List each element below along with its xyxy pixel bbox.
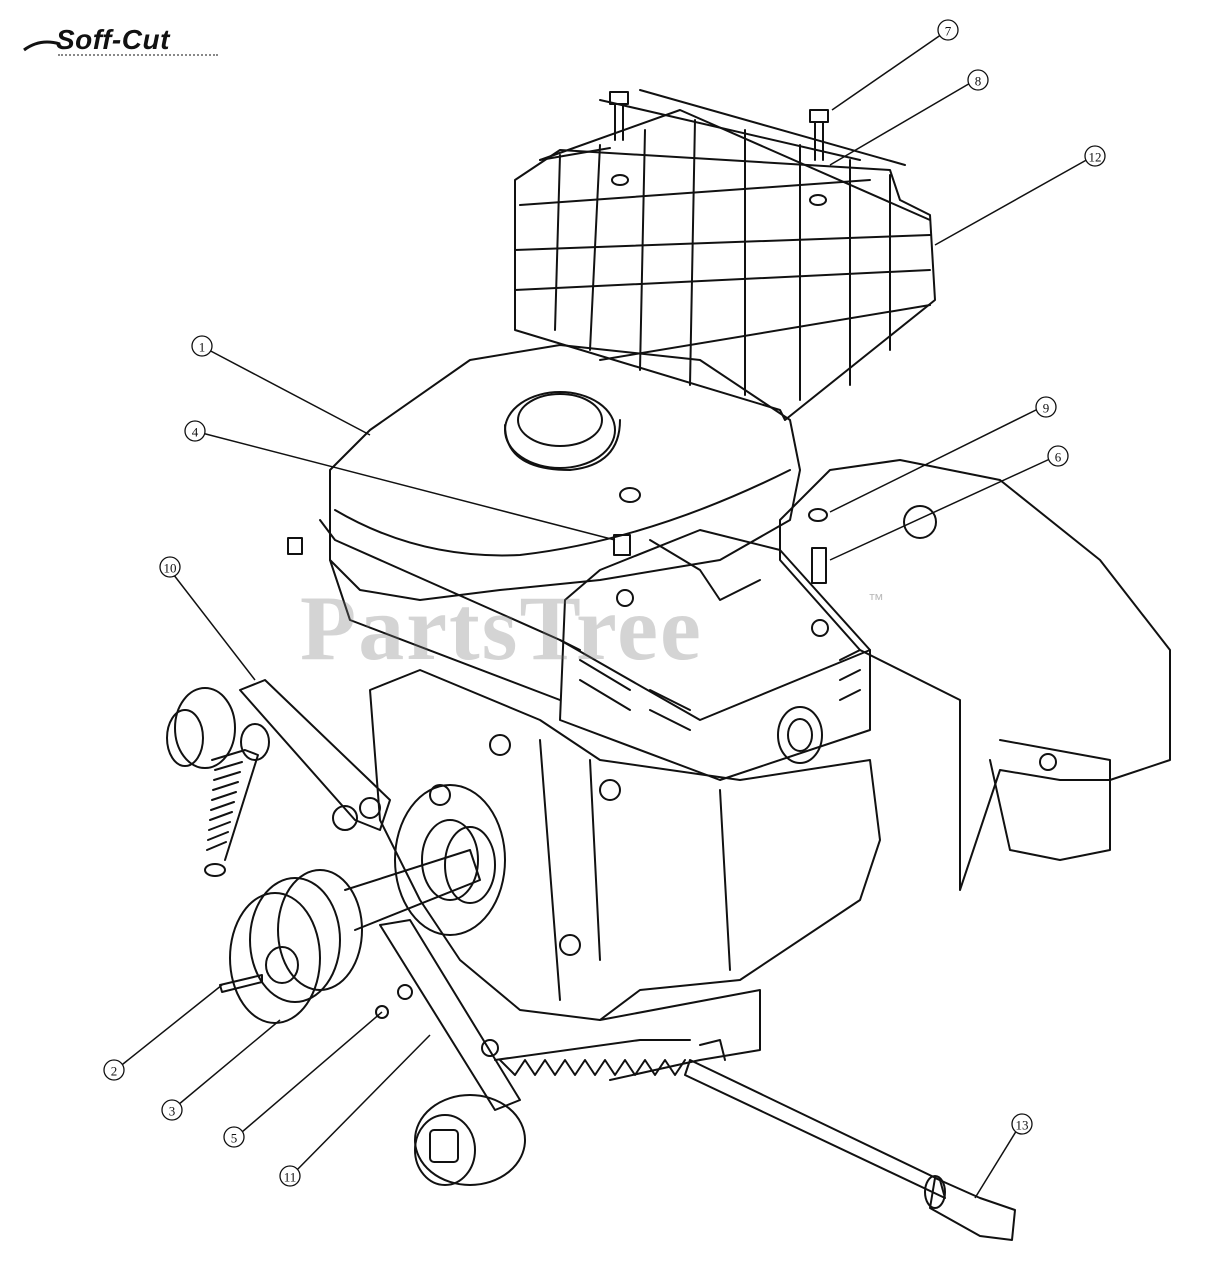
callout-4-circle — [184, 420, 206, 442]
idler-assembly — [375, 919, 691, 1186]
callout-8-circle — [967, 69, 989, 91]
air-cleaner-cage — [514, 89, 936, 421]
callout-2: 2 — [111, 1064, 118, 1079]
callout-3: 3 — [169, 1104, 176, 1119]
leader-lines — [117, 31, 1091, 1199]
callout-11: 11 — [284, 1170, 297, 1185]
muffler-shield — [559, 529, 871, 781]
adjust-rod — [684, 1039, 1016, 1241]
callout-6-circle — [1047, 445, 1069, 467]
callout-12: 12 — [1089, 150, 1102, 165]
fitting-left — [287, 537, 303, 555]
callout-13: 13 — [1016, 1118, 1029, 1133]
callout-4: 4 — [192, 425, 199, 440]
callout-9: 9 — [1043, 401, 1050, 416]
drive-pulley — [219, 826, 496, 1024]
logo-underline — [58, 54, 218, 59]
callout-5: 5 — [231, 1131, 238, 1146]
brand-logo: Soff-Cut — [22, 14, 222, 58]
callout-3-circle — [161, 1099, 183, 1121]
fitting-4 — [613, 534, 631, 556]
callout-1: 1 — [199, 340, 206, 355]
recoil-housing — [779, 459, 1171, 891]
watermark-tm: ™ — [868, 592, 884, 609]
logo-text: Soff-Cut — [56, 24, 170, 55]
logo-swoosh-icon — [23, 40, 61, 52]
callout-8: 8 — [975, 74, 982, 89]
callout-9-circle — [1035, 396, 1057, 418]
callout-6: 6 — [1055, 450, 1062, 465]
callout-10: 10 — [164, 561, 177, 576]
callout-13-circle — [1011, 1113, 1033, 1135]
callout-1-circle — [191, 335, 213, 357]
watermark: PartsTree — [300, 577, 703, 679]
callout-7: 7 — [945, 24, 952, 39]
callout-12-circle — [1084, 145, 1106, 167]
callout-10-circle — [159, 556, 181, 578]
callout-11-circle — [279, 1165, 301, 1187]
tensioner-arm — [166, 679, 391, 877]
callout-5-circle — [223, 1126, 245, 1148]
callout-2-circle — [103, 1059, 125, 1081]
callout-7-circle — [937, 19, 959, 41]
callout-circles — [103, 19, 1106, 1187]
